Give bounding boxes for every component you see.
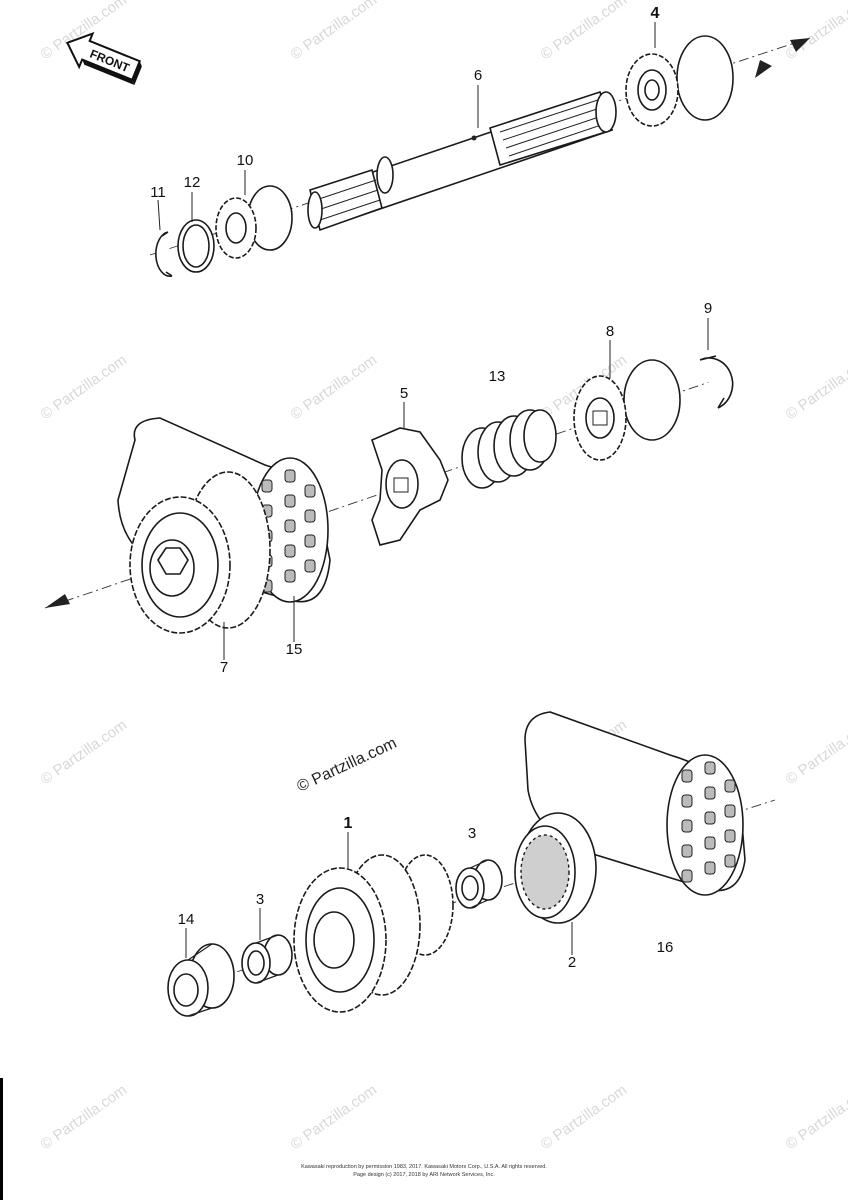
watermark: © Partzilla.com [783, 716, 848, 788]
shaft-part-6 [307, 90, 617, 232]
gear-part-1 [293, 854, 454, 1013]
watermark: © Partzilla.com [38, 1081, 131, 1153]
callout-3-right: 3 [468, 825, 476, 842]
middle-assembly [44, 355, 734, 634]
callout-11: 11 [150, 184, 166, 201]
needle-bearing-part-3-left [241, 934, 293, 984]
gear-part-8 [573, 359, 681, 461]
copyright-line-2: Page design (c) 2017, 2018 by ARI Networ… [353, 1172, 495, 1178]
callout-4: 4 [651, 5, 660, 22]
callout-6: 6 [474, 67, 482, 84]
cam-part-5 [371, 427, 449, 546]
callout-2: 2 [568, 954, 576, 971]
lower-assembly [167, 711, 776, 1017]
watermark: © Partzilla.com [288, 1081, 381, 1153]
upper-axis-arrowhead [790, 38, 810, 52]
callout-12: 12 [184, 174, 201, 191]
watermark: © Partzilla.com [288, 0, 381, 63]
watermark: © Partzilla.com [783, 351, 848, 423]
bearing-part-2 [514, 812, 597, 924]
callout-labels: 4 6 10 12 11 9 8 5 13 7 15 1 3 2 16 3 14 [150, 5, 712, 971]
needle-bearing-part-3-right [455, 859, 503, 909]
sprocket-part-7 [129, 471, 271, 634]
callout-1: 1 [344, 815, 353, 832]
circlip-part-9 [699, 355, 734, 409]
watermark: © Partzilla.com [783, 1081, 848, 1153]
callout-15: 15 [286, 641, 303, 658]
washer-part-12-inner [182, 224, 210, 268]
collar-part-14 [167, 943, 235, 1017]
callout-9: 9 [704, 300, 712, 317]
callout-3-left: 3 [256, 891, 264, 908]
watermark: © Partzilla.com [38, 716, 131, 788]
middle-axis-arrowhead [45, 594, 70, 608]
upper-shaft-assembly [149, 35, 811, 278]
watermark: © Partzilla.com [538, 0, 631, 63]
callout-13: 13 [489, 368, 506, 385]
gear-part-4 [625, 35, 734, 127]
watermark: © Partzilla.com [38, 351, 131, 423]
callout-5: 5 [400, 385, 408, 402]
center-watermark: © Partzilla.com [295, 735, 400, 796]
watermark: © Partzilla.com [783, 0, 848, 63]
callout-16: 16 [657, 939, 674, 956]
callout-14: 14 [178, 911, 195, 928]
gear-part-10 [215, 185, 293, 259]
left-edge-bar [0, 1078, 3, 1200]
leader-lines [157, 22, 709, 958]
watermark: © Partzilla.com [538, 1081, 631, 1153]
circlip-part-11 [155, 231, 173, 278]
front-arrow-icon: FRONT [65, 31, 142, 85]
callout-7: 7 [220, 659, 228, 676]
upper-axis-arrowhead-inner [755, 60, 772, 78]
callout-8: 8 [606, 323, 614, 340]
watermark: © Partzilla.com [288, 351, 381, 423]
copyright-line-1: Kawasaki reproduction by permission 1983… [301, 1164, 547, 1170]
spring-part-13 [461, 409, 557, 489]
callout-10: 10 [237, 152, 254, 169]
